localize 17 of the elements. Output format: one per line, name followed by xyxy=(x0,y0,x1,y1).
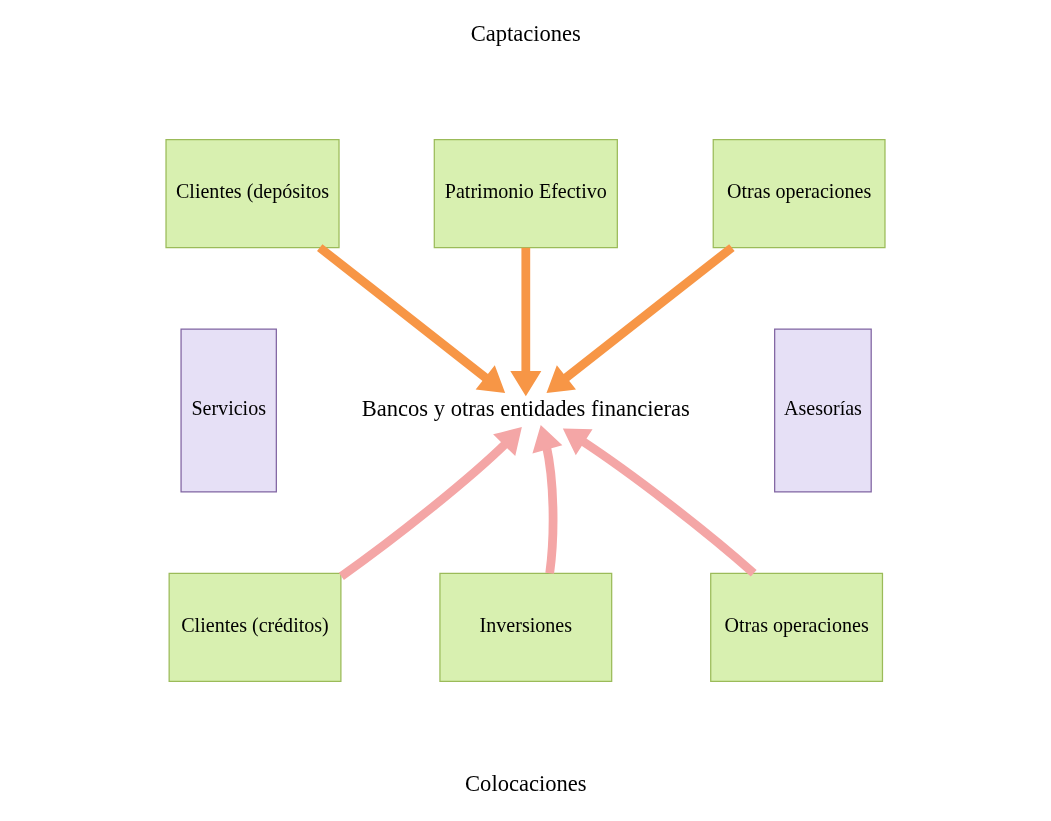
node-box: Servicios xyxy=(180,328,277,493)
node-box: Otras operaciones xyxy=(712,139,886,249)
node-box: Patrimonio Efectivo xyxy=(433,139,618,249)
node-box: Clientes (depósitos xyxy=(165,139,340,249)
arrow xyxy=(532,424,563,574)
arrow xyxy=(562,428,757,577)
node-text: Bancos y otras entidades financieras xyxy=(361,396,690,422)
node-box: Otras operaciones xyxy=(710,572,884,682)
node-box: Inversiones xyxy=(439,572,613,682)
node-box: Asesorías xyxy=(774,328,872,493)
label: Captaciones xyxy=(470,21,581,47)
arrow xyxy=(546,244,735,394)
node-box: Clientes (créditos) xyxy=(168,572,342,682)
arrow xyxy=(317,244,506,394)
arrow xyxy=(338,427,522,580)
arrow xyxy=(510,247,542,397)
label: Colocaciones xyxy=(465,770,587,796)
